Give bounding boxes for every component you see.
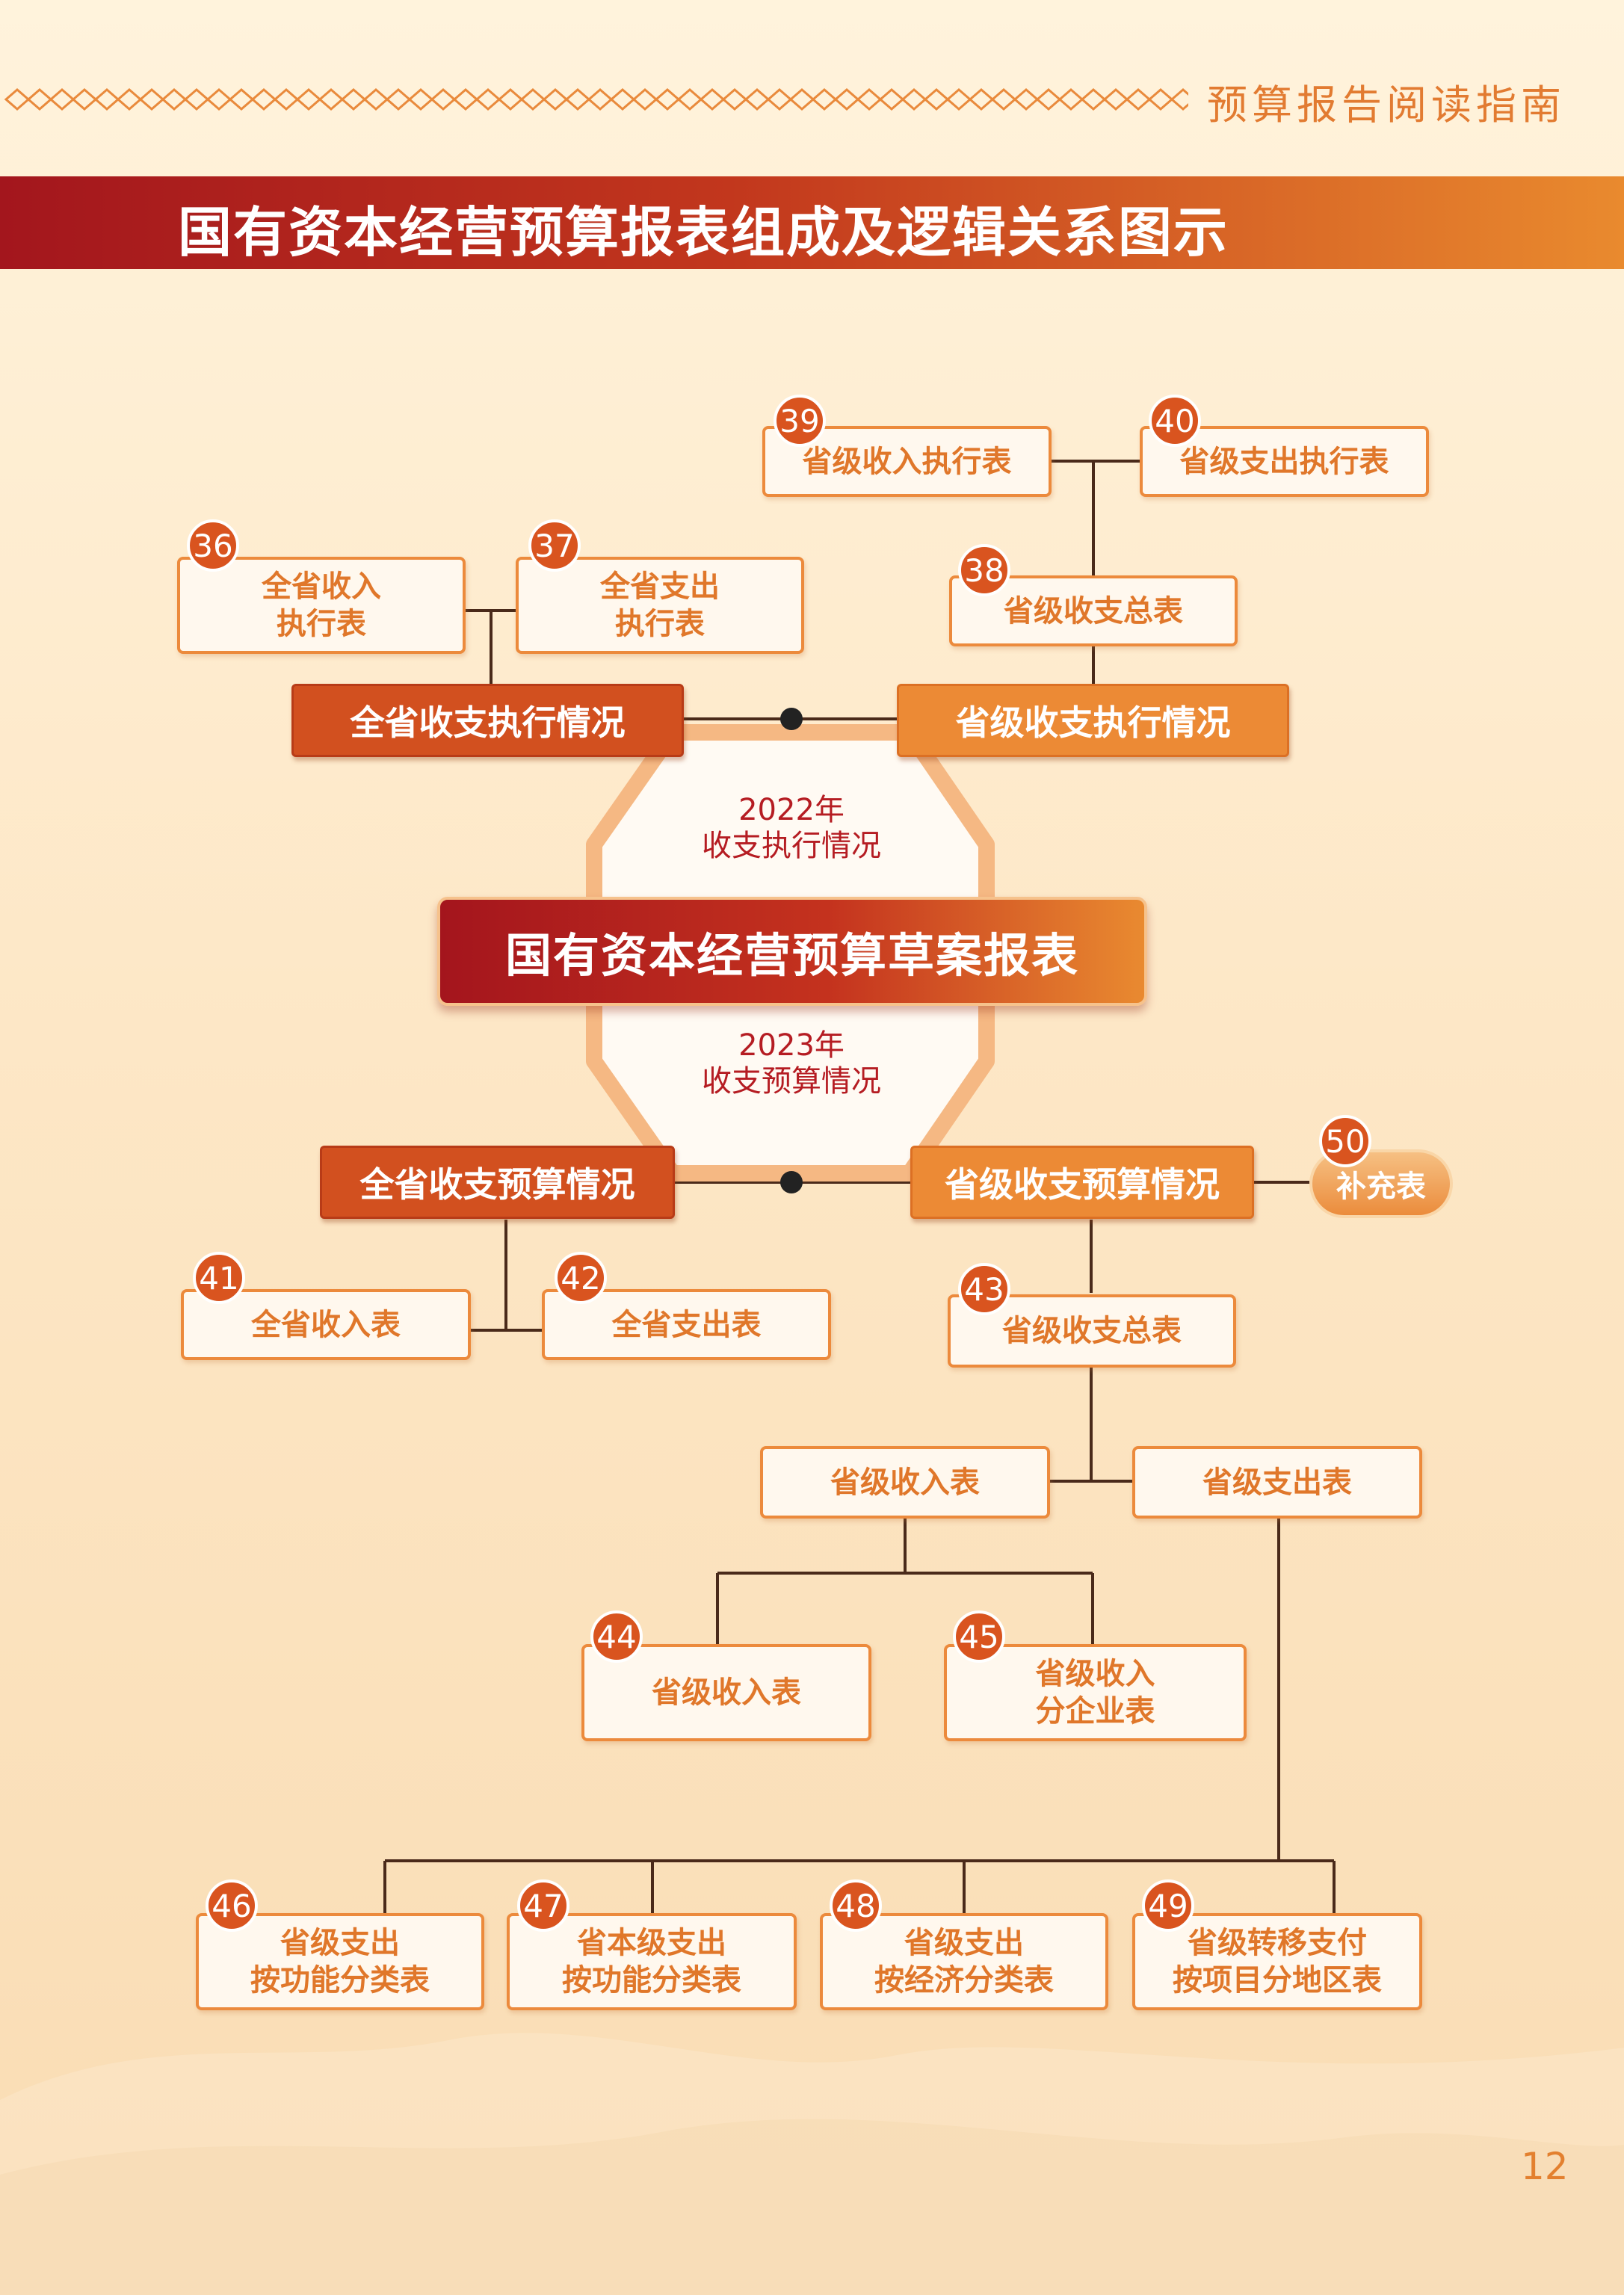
table-number-badge: 48 [830,1879,882,1932]
exec-year-label: 2022年 收支执行情况 [702,793,881,863]
group-income-tables: 省级收入表 [760,1446,1050,1519]
table-number-badge: 46 [206,1879,258,1932]
center-title: 国有资本经营预算草案报表 [437,897,1147,1006]
category-level-exec: 省级收支执行情况 [897,684,1289,757]
table-box-46: 省级支出 按功能分类表 [196,1913,484,2010]
table-box-36: 全省收入 执行表 [177,557,466,654]
category-level-budget: 省级收支预算情况 [910,1146,1254,1219]
table-number-badge: 41 [193,1252,245,1304]
table-number-badge: 47 [517,1879,569,1932]
table-box-45: 省级收入 分企业表 [944,1644,1247,1741]
diamond-border-decoration [4,88,1188,111]
title-bar [0,176,1624,269]
table-number-badge: 49 [1142,1879,1194,1932]
table-number-badge: 43 [958,1263,1010,1315]
page-number: 12 [1521,2145,1569,2188]
table-number-badge: 50 [1319,1115,1371,1167]
table-box-48: 省级支出 按经济分类表 [820,1913,1108,2010]
group-expense-tables: 省级支出表 [1132,1446,1422,1519]
budget-year-label: 2023年 收支预算情况 [702,1028,881,1099]
mountain-background [0,2033,1624,2295]
table-number-badge: 44 [590,1610,643,1663]
table-number-badge: 39 [774,395,826,447]
table-number-badge: 42 [555,1252,607,1304]
page-title: 国有资本经营预算报表组成及逻辑关系图示 [178,201,1229,264]
table-box-49: 省级转移支付 按项目分地区表 [1132,1913,1422,2010]
category-prov-budget: 全省收支预算情况 [320,1146,675,1219]
table-box-44: 省级收入表 [581,1644,871,1741]
supplement-table: 补充表 [1309,1149,1453,1218]
guide-title: 预算报告阅读指南 [1207,81,1566,129]
table-number-badge: 45 [953,1610,1005,1663]
table-number-badge: 38 [958,544,1010,596]
category-prov-exec: 全省收支执行情况 [291,684,684,757]
junction-dot [780,708,803,730]
table-number-badge: 37 [528,519,581,572]
junction-dot [780,1171,803,1193]
table-number-badge: 36 [187,519,239,572]
table-box-37: 全省支出 执行表 [516,557,804,654]
table-number-badge: 40 [1149,395,1201,447]
table-box-47: 省本级支出 按功能分类表 [507,1913,797,2010]
